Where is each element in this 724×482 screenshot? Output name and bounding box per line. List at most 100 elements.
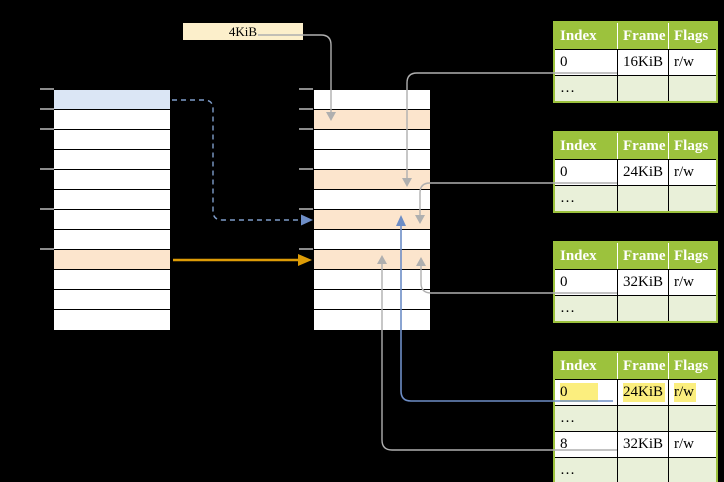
table-row: 0 24KiB r/w xyxy=(555,379,716,405)
memory-row xyxy=(314,190,430,210)
virtual-memory-table xyxy=(53,89,171,331)
cell xyxy=(617,458,668,482)
table-row: … xyxy=(555,75,716,101)
cell xyxy=(617,186,668,211)
table-row: … xyxy=(555,405,716,431)
cell: 16KiB xyxy=(617,50,668,75)
memory-row xyxy=(314,90,430,110)
highlighted-text: r/w xyxy=(674,383,696,402)
tick-mark xyxy=(40,248,54,250)
memory-row xyxy=(54,210,170,230)
tick-mark xyxy=(299,248,313,250)
cell xyxy=(617,406,668,431)
cell xyxy=(617,76,668,101)
table-row: … xyxy=(555,457,716,482)
tick-mark xyxy=(40,88,54,90)
cell: 0 xyxy=(555,380,617,405)
highlighted-text: 24KiB xyxy=(623,383,666,402)
tick-mark xyxy=(40,208,54,210)
header-cell: Frame xyxy=(617,243,668,269)
table-row: … xyxy=(555,295,716,321)
memory-row xyxy=(54,90,170,110)
cell: r/w xyxy=(668,380,716,405)
cell xyxy=(617,296,668,321)
cell: 24KiB xyxy=(617,160,668,185)
memory-row xyxy=(314,110,430,130)
header-cell: Flags xyxy=(668,243,716,269)
header-cell: Index xyxy=(560,28,597,44)
cell: … xyxy=(560,190,575,206)
memory-row xyxy=(314,130,430,150)
header-cell: Index xyxy=(560,138,597,154)
cell: … xyxy=(560,300,575,316)
tick-mark xyxy=(40,108,54,110)
memory-row xyxy=(314,230,430,250)
cell: 8 xyxy=(560,436,568,452)
cell xyxy=(668,458,716,482)
memory-row xyxy=(314,290,430,310)
cell: r/w xyxy=(668,432,716,457)
memory-row xyxy=(314,150,430,170)
physical-memory-table xyxy=(313,89,431,331)
tick-mark xyxy=(299,168,313,170)
memory-row xyxy=(314,210,430,230)
tick-mark xyxy=(40,128,54,130)
memory-row xyxy=(54,270,170,290)
cell: r/w xyxy=(668,50,716,75)
header-cell: Index xyxy=(560,358,597,374)
memory-row xyxy=(54,190,170,210)
header-cell: Flags xyxy=(668,133,716,159)
header-cell: Index xyxy=(560,248,597,264)
memory-row xyxy=(54,170,170,190)
header-cell: Flags xyxy=(668,353,716,379)
connector-virtual-dashed-arrow xyxy=(172,99,301,221)
memory-row xyxy=(54,290,170,310)
table-row: … xyxy=(555,185,716,211)
cell xyxy=(668,76,716,101)
memory-row xyxy=(314,170,430,190)
cell: r/w xyxy=(668,270,716,295)
cell: 0 xyxy=(560,164,568,180)
cell: 0 xyxy=(560,54,568,70)
header-cell: Frame xyxy=(617,353,668,379)
page-size-label: 4KiB xyxy=(183,23,303,40)
tick-mark xyxy=(40,168,54,170)
memory-row xyxy=(54,250,170,270)
cell xyxy=(668,406,716,431)
tick-mark xyxy=(299,128,313,130)
tick-mark xyxy=(299,88,313,90)
arrowhead-right-icon xyxy=(301,214,313,226)
tick-mark xyxy=(299,208,313,210)
cell xyxy=(668,296,716,321)
header-cell: Frame xyxy=(617,133,668,159)
cell: 32KiB xyxy=(617,270,668,295)
cell: 24KiB xyxy=(617,380,668,405)
header-cell: Frame xyxy=(617,23,668,49)
highlighted-text: 0 xyxy=(560,383,598,402)
cell: 0 xyxy=(560,274,568,290)
arrowhead-right-icon xyxy=(298,254,312,266)
header-cell: Flags xyxy=(668,23,716,49)
memory-row xyxy=(314,270,430,290)
memory-row xyxy=(314,250,430,270)
memory-row xyxy=(54,310,170,330)
cell: 32KiB xyxy=(617,432,668,457)
cell: … xyxy=(560,462,575,478)
memory-row xyxy=(54,110,170,130)
cell: … xyxy=(560,80,575,96)
memory-row xyxy=(314,310,430,330)
cell xyxy=(668,186,716,211)
